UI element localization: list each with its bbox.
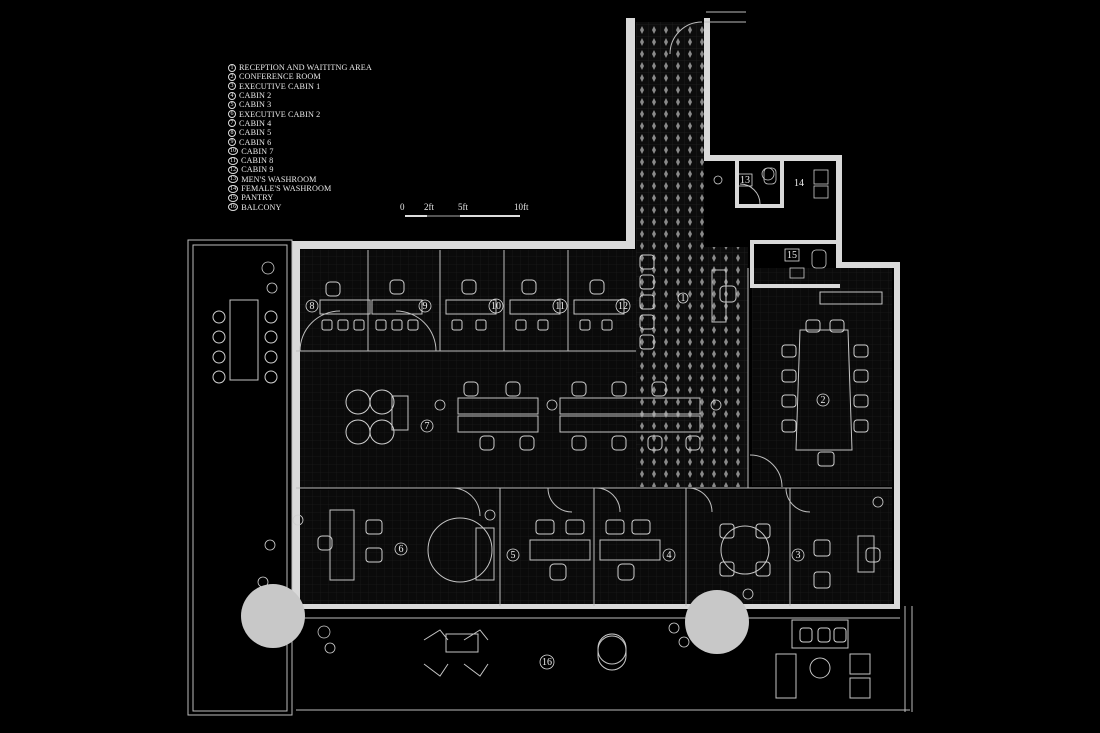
legend-label: RECEPTION AND WAITITNG AREA	[239, 63, 372, 73]
room-label-5: 5	[506, 548, 520, 562]
conference-floor	[752, 268, 892, 486]
legend-number: 3	[228, 82, 236, 91]
room-label-4-text: 4	[667, 550, 672, 561]
scale-bar: 0 2ft 5ft 10ft	[400, 202, 540, 222]
legend-label: CONFERENCE ROOM	[239, 72, 321, 82]
legend-label: CABIN 6	[239, 137, 272, 147]
legend-number: 12	[228, 165, 239, 174]
room-label-13-text: 13	[740, 175, 750, 186]
room-label-6-text: 6	[399, 544, 404, 555]
legend-number: 15	[228, 193, 239, 202]
room-label-14: 14	[794, 178, 804, 189]
legend-label: CABIN 7	[241, 146, 274, 156]
room-label-8-text: 8	[310, 301, 315, 312]
room-label-12: 12	[615, 298, 631, 314]
furniture	[229, 269, 883, 699]
fixtures	[763, 167, 829, 279]
room-label-10-text: 10	[491, 301, 501, 312]
room-label-4: 4	[662, 548, 676, 562]
room-label-16-text: 16	[542, 657, 552, 668]
scale-label-10ft: 10ft	[514, 202, 529, 212]
room-label-1-text: 1	[681, 293, 686, 304]
chairs	[212, 254, 881, 643]
room-number-labels: 1 2 3 4 5 6 7 8 9 10 11 12 13 14 15 16	[305, 173, 830, 670]
legend-number: 16	[228, 203, 239, 212]
room-label-14-text: 14	[794, 178, 804, 189]
legend-number: 1	[228, 63, 236, 72]
column-left	[241, 584, 305, 648]
room-label-15-text: 15	[787, 250, 797, 261]
legend-label: EXECUTIVE CABIN 2	[239, 109, 321, 119]
room-label-9: 9	[418, 299, 432, 313]
room-label-6: 6	[394, 542, 408, 556]
room-label-5-text: 5	[511, 550, 516, 561]
legend-number: 7	[228, 119, 236, 128]
room-label-10: 10	[488, 298, 504, 314]
room-label-3: 3	[791, 548, 805, 562]
legend-label: CABIN 9	[241, 165, 274, 175]
legend-number: 2	[228, 72, 236, 81]
legend-number: 5	[228, 100, 236, 109]
room-label-16: 16	[539, 654, 555, 670]
legend-number: 14	[228, 184, 239, 193]
legend-number: 4	[228, 91, 236, 100]
room-label-7-text: 7	[425, 421, 430, 432]
open-office-floor	[296, 250, 636, 488]
interior-partitions	[187, 11, 913, 716]
room-label-12-text: 12	[618, 301, 628, 312]
legend-number: 9	[228, 138, 236, 147]
legend-label: CABIN 2	[239, 91, 272, 101]
reception-corridor-floor	[636, 22, 704, 247]
legend-number: 6	[228, 110, 236, 119]
legend-label: FEMALE'S WASHROOM	[241, 184, 332, 193]
room-label-11: 11	[552, 298, 568, 314]
legend-label: BALCONY	[241, 202, 282, 212]
legend-label: CABIN 8	[240, 156, 274, 166]
legend-label: CABIN 4	[239, 118, 272, 128]
room-label-1: 1	[677, 292, 689, 304]
legend-label: EXECUTIVE CABIN 1	[239, 81, 321, 91]
scale-label-2ft: 2ft	[424, 202, 434, 212]
scale-label-5ft: 5ft	[458, 202, 468, 212]
legend-label: PANTRY	[241, 193, 274, 203]
room-label-9-text: 9	[423, 301, 428, 312]
room-label-8: 8	[305, 299, 319, 313]
legend-number: 10	[228, 147, 239, 156]
column-right	[685, 590, 749, 654]
room-label-2-text: 2	[821, 395, 826, 406]
legend-number: 8	[228, 128, 236, 137]
legend-number: 13	[228, 175, 239, 184]
legend-label: CABIN 5	[239, 128, 272, 138]
legend-label: CABIN 3	[239, 100, 272, 110]
room-label-11-text: 11	[555, 301, 565, 312]
room-label-2: 2	[816, 393, 830, 407]
room-label-3-text: 3	[796, 550, 801, 561]
reception-floor	[636, 247, 748, 487]
outer-walls	[292, 18, 900, 611]
scale-label-0: 0	[400, 202, 405, 212]
legend-number: 11	[228, 156, 238, 165]
room-label-13: 13	[737, 173, 753, 187]
room-label-7: 7	[420, 419, 434, 433]
legend-label: MEN'S WASHROOM	[241, 174, 317, 184]
room-label-15: 15	[784, 248, 800, 262]
